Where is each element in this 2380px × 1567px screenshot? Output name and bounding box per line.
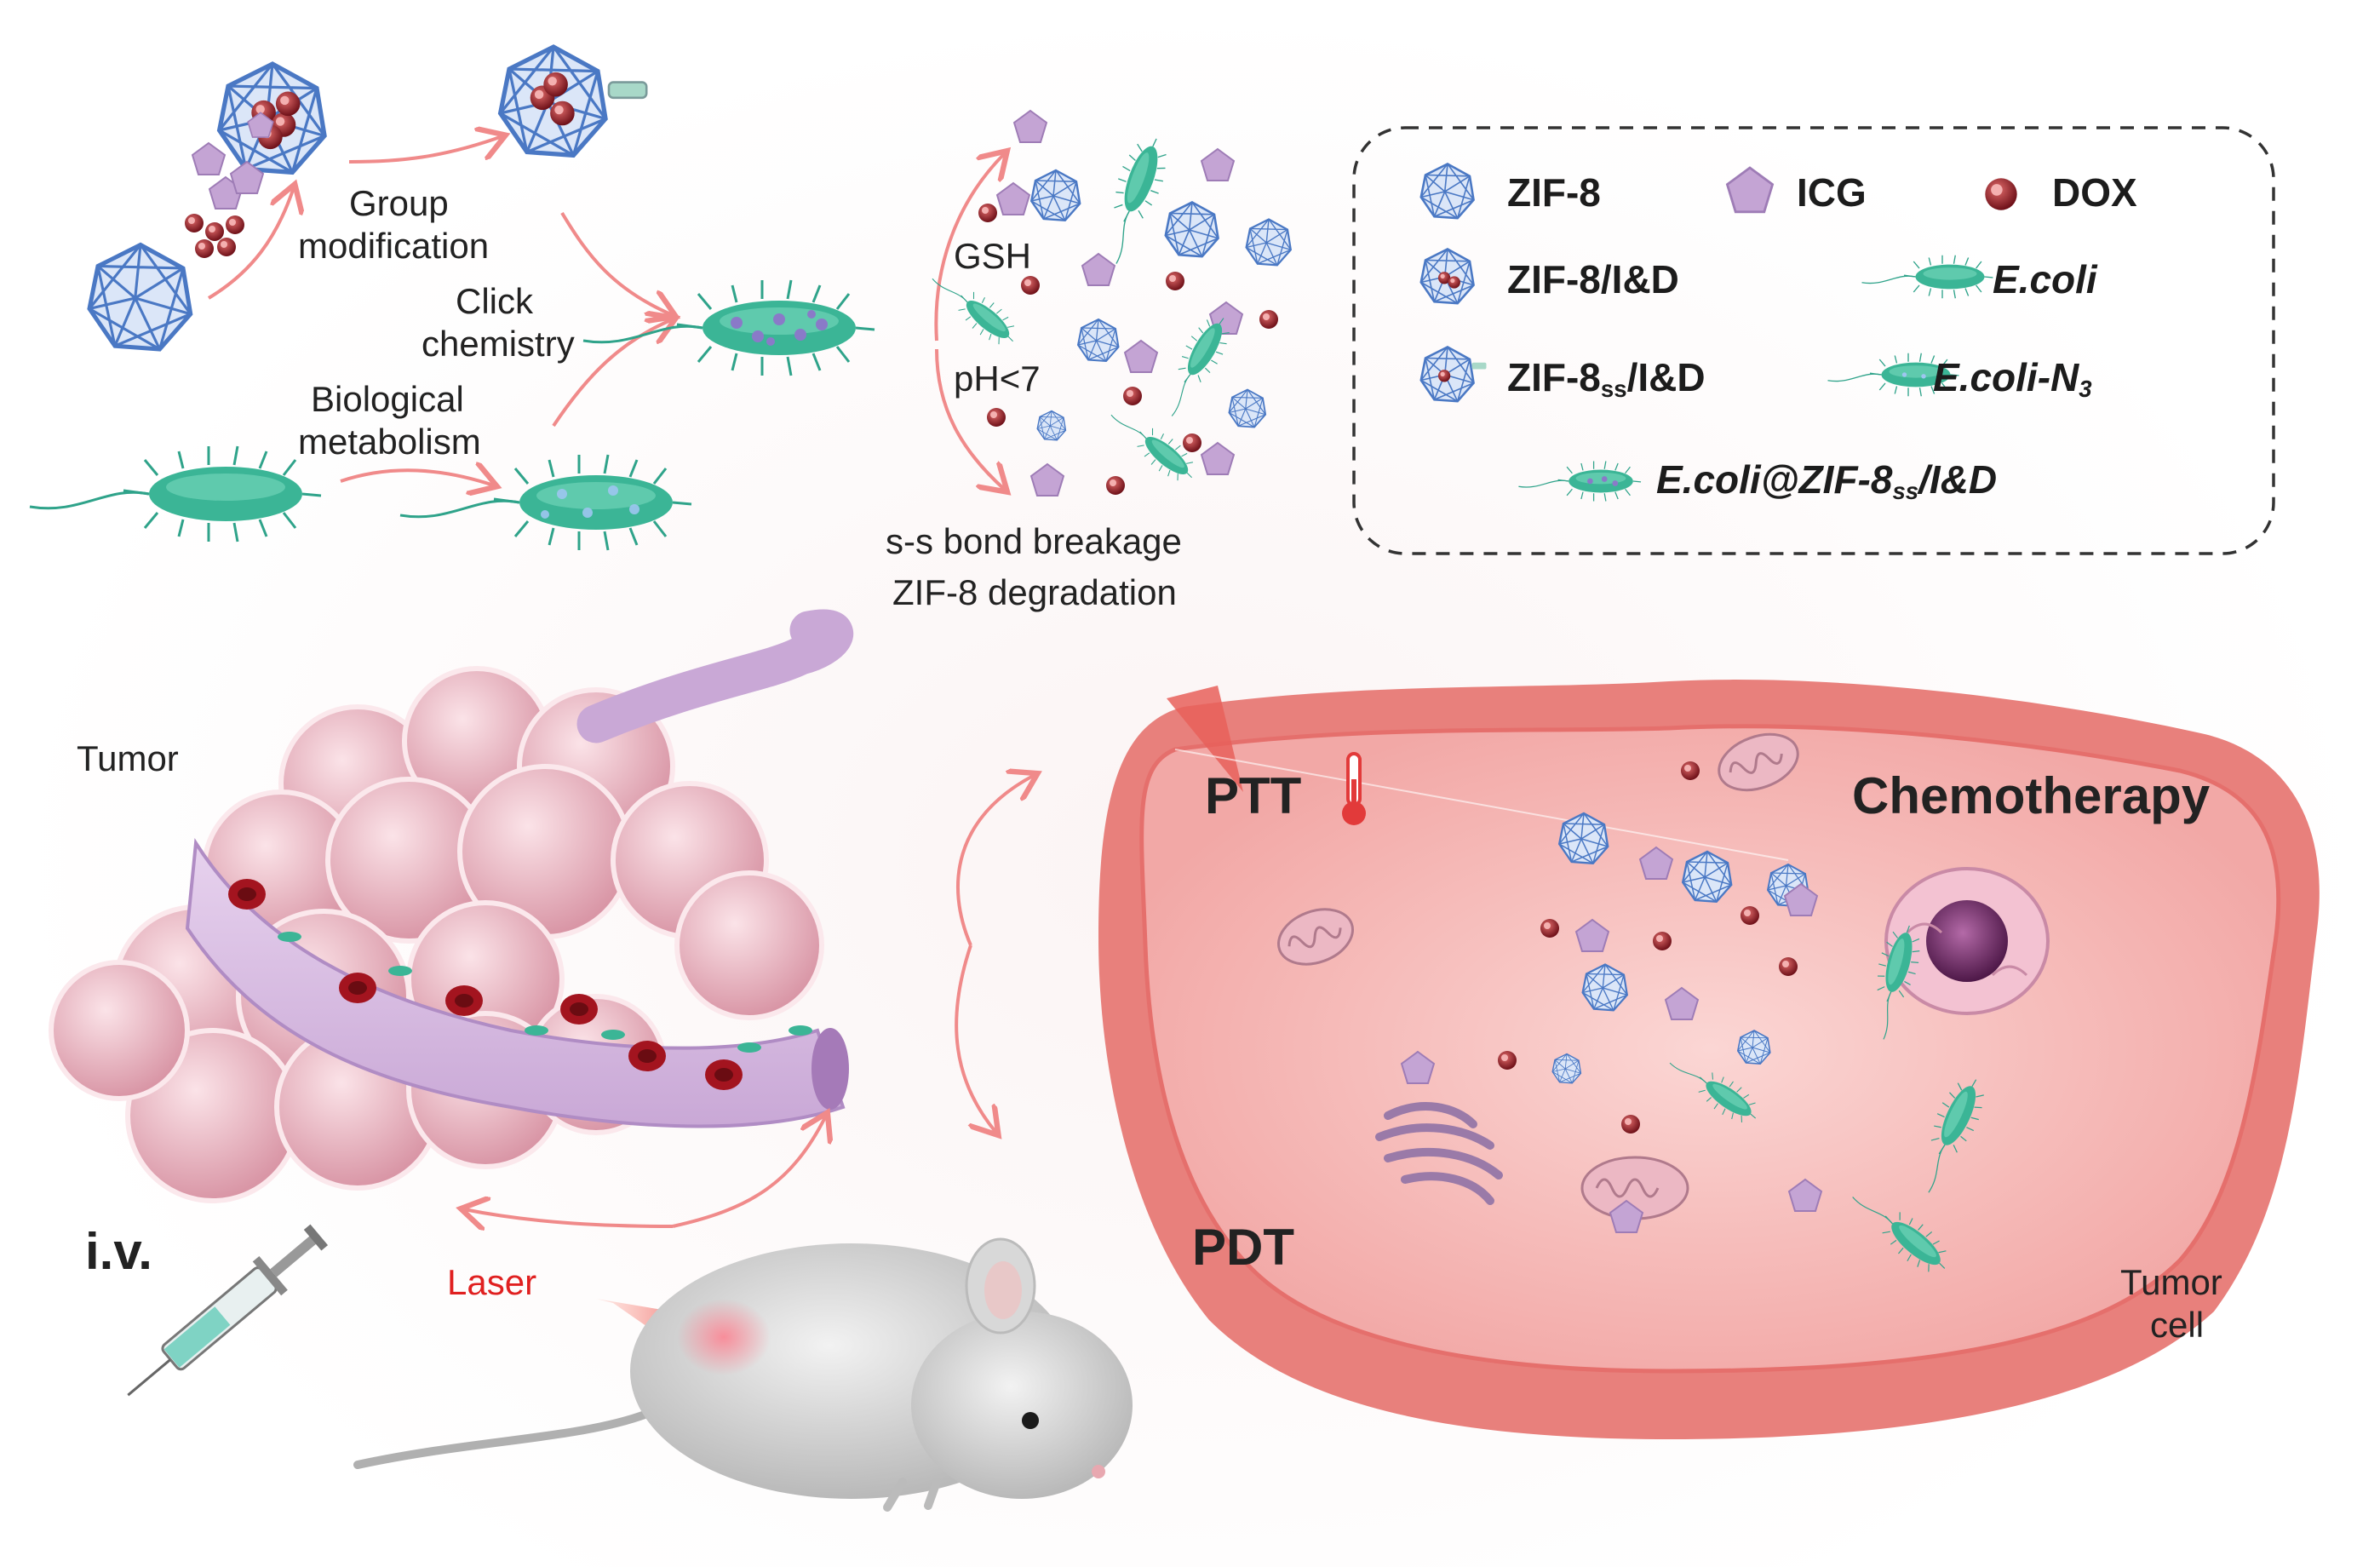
- label-tumor: Tumor: [77, 741, 179, 777]
- label-ph: pH<7: [954, 361, 1041, 397]
- legend-zif8-id: ZIF-8/I&D: [1507, 260, 1679, 299]
- label-group-modification-2: modification: [298, 228, 489, 264]
- label-chemotherapy: Chemotherapy: [1852, 771, 2210, 822]
- label-iv: i.v.: [85, 1226, 152, 1277]
- label-zif-degradation: ZIF-8 degradation: [892, 575, 1177, 611]
- label-click-1: Click: [456, 284, 533, 319]
- released-cargo-cloud: [925, 111, 1291, 496]
- label-tumor-cell-1: Tumor: [2120, 1265, 2222, 1300]
- label-tumor-cell-2: cell: [2150, 1307, 2204, 1343]
- ecoli-zif8-complex: [583, 280, 875, 376]
- legend-icg: ICG: [1797, 173, 1867, 212]
- ecoli-native: [30, 446, 321, 542]
- label-group-modification-1: Group: [349, 186, 449, 221]
- legend-ecoli: E.coli: [1993, 260, 2097, 299]
- ecoli-n3: [400, 455, 691, 550]
- label-laser: Laser: [447, 1265, 536, 1300]
- label-bio-1: Biological: [311, 382, 464, 417]
- legend-zif8: ZIF-8: [1507, 173, 1601, 212]
- zif8-loaded-particle: [220, 64, 325, 172]
- label-ss-bond: s-s bond breakage: [886, 524, 1182, 560]
- zif8-bare-particle: [89, 245, 191, 350]
- label-gsh: GSH: [954, 238, 1031, 274]
- legend-ecoli-n3: E.coli-N3: [1933, 358, 2092, 400]
- legend-complex: E.coli@ZIF-8ss/I&D: [1656, 460, 1997, 502]
- legend-dox: DOX: [2052, 173, 2137, 212]
- label-bio-2: metabolism: [298, 424, 481, 460]
- zif8-ss-particle: [501, 47, 647, 155]
- label-ptt: PTT: [1205, 771, 1301, 822]
- legend-zif8ss: ZIF-8ss/I&D: [1507, 358, 1706, 400]
- label-pdt: PDT: [1192, 1222, 1294, 1273]
- label-click-2: chemistry: [422, 326, 575, 362]
